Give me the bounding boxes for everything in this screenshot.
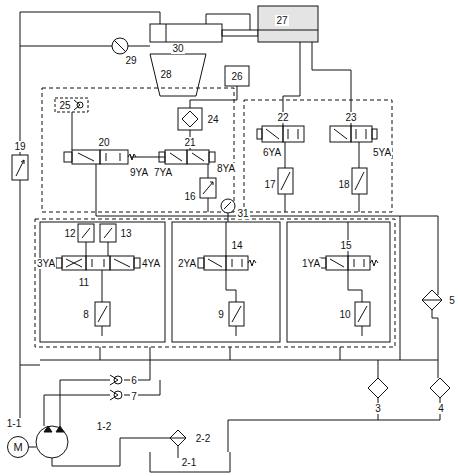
callout-number: 16 [183, 191, 196, 202]
callout-number: 28 [159, 69, 172, 80]
relief-valve [200, 178, 216, 198]
relief-valve [229, 302, 244, 326]
callout-number: 23 [344, 112, 357, 123]
callout-number: 24 [206, 114, 219, 125]
solenoid-label: 1YA [301, 258, 321, 269]
callout-number: 8 [82, 309, 90, 320]
relief-valve [355, 302, 370, 326]
valve-12 [78, 224, 94, 242]
solenoid-label: 7YA [153, 167, 173, 178]
bracket [150, 54, 206, 96]
reducing-valve [12, 155, 28, 180]
callout-number: 26 [230, 71, 243, 82]
piston-rod [222, 30, 258, 36]
spindle-box [258, 6, 318, 42]
callout-number: 6 [130, 375, 138, 386]
callout-number: 1-2 [96, 421, 112, 432]
solenoid-label: 3YA [36, 258, 56, 269]
cylinder [150, 24, 222, 42]
callout-number: 27 [275, 15, 288, 26]
callout-number: 1-1 [6, 418, 22, 429]
node-text: M [7, 436, 29, 458]
callout-number: 13 [119, 228, 132, 239]
solenoid-label: 8YA [216, 163, 236, 174]
callout-number: 4 [437, 403, 445, 414]
callout-number: 18 [337, 179, 350, 190]
solenoid-label: 6YA [262, 147, 282, 158]
callout-number: 22 [276, 112, 289, 123]
solenoid-label: 4YA [141, 258, 161, 269]
callout-number: 3 [374, 403, 382, 414]
pressure-gauge [221, 199, 235, 213]
switch-box [225, 66, 249, 86]
relief-valve [278, 168, 293, 194]
cooler [422, 290, 442, 310]
filter [368, 378, 388, 398]
callout-number: 17 [263, 179, 276, 190]
valve-group [42, 88, 234, 212]
callout-number: 9 [217, 309, 225, 320]
relief-valve [95, 302, 110, 326]
callout-number: 19 [13, 141, 26, 152]
motor-circle: M [7, 436, 29, 458]
callout-number: 11 [78, 277, 90, 288]
callout-number: 29 [124, 55, 137, 66]
solenoid-label: 5YA [372, 147, 392, 158]
relief-valve [352, 168, 367, 194]
suction-filter [170, 430, 186, 446]
tank [150, 452, 230, 472]
callout-number: 20 [97, 137, 110, 148]
double-pump [36, 426, 68, 458]
callout-number: 12 [63, 228, 76, 239]
valve-group [244, 100, 392, 212]
callout-number: 5 [448, 295, 456, 306]
callout-number: 7 [130, 391, 138, 402]
callout-number: 2-2 [195, 433, 211, 444]
solenoid-label: 9YA [129, 167, 149, 178]
filter [430, 378, 450, 398]
callout-number: 10 [338, 309, 351, 320]
callout-number: 31 [236, 208, 249, 219]
callout-number: 30 [171, 43, 184, 54]
rotary-joint [112, 38, 128, 54]
callout-number: 15 [339, 240, 352, 251]
valve-13 [100, 224, 116, 242]
solenoid-label: 2YA [177, 258, 197, 269]
callout-number: 21 [183, 137, 196, 148]
callout-number: 14 [230, 240, 243, 251]
callout-number: 25 [58, 100, 71, 111]
callout-number: 2-1 [181, 457, 197, 468]
